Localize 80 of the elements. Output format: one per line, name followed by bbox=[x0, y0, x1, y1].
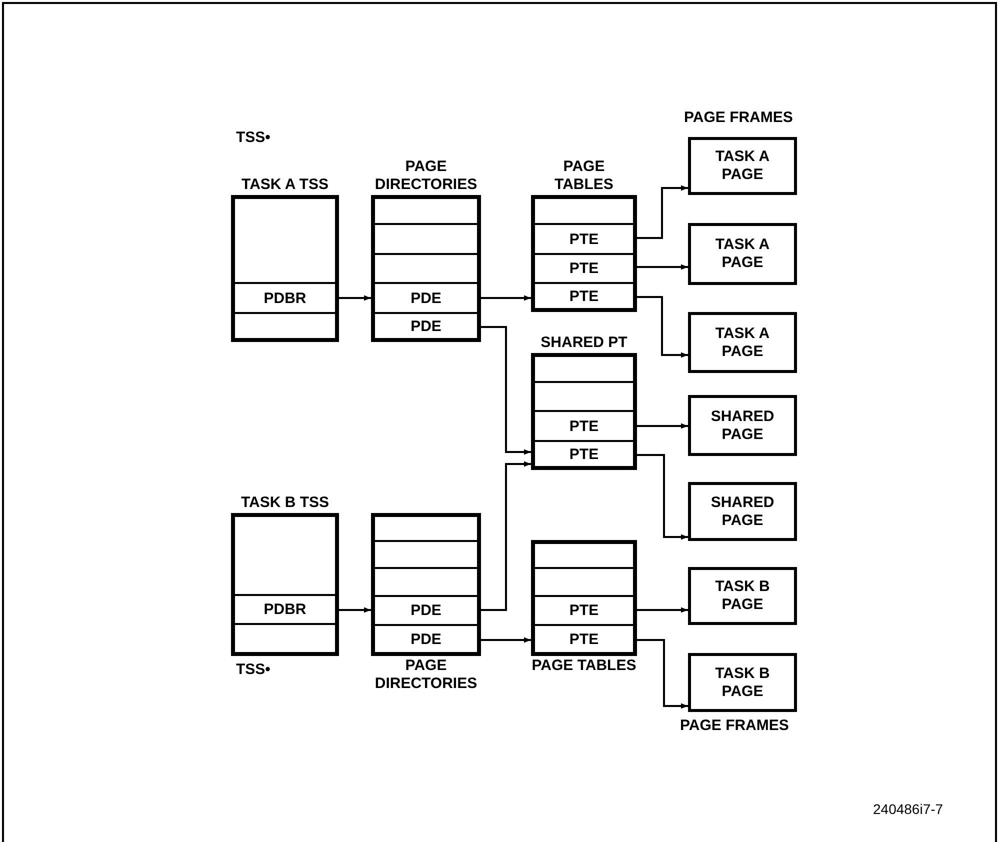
empty-entry bbox=[374, 224, 478, 254]
arrow bbox=[481, 637, 531, 643]
table-entry bbox=[534, 411, 634, 441]
table-entry bbox=[374, 283, 478, 313]
page-frame-box bbox=[688, 223, 797, 285]
empty-entry bbox=[534, 543, 634, 568]
empty-entry bbox=[374, 516, 478, 541]
table-entry bbox=[534, 625, 634, 653]
table-entry bbox=[234, 595, 336, 624]
frame-label: TASK A PAGE bbox=[714, 148, 771, 184]
frame-label: TASK B PAGE bbox=[714, 664, 771, 700]
table-heading: PAGE DIRECTORIES bbox=[374, 158, 478, 194]
table-heading: PAGE TABLES bbox=[530, 657, 638, 675]
arrow bbox=[339, 295, 371, 301]
arrow bbox=[339, 607, 371, 613]
frame-label: TASK A PAGE bbox=[714, 236, 771, 272]
table-entry bbox=[374, 625, 478, 653]
empty-entry bbox=[234, 516, 336, 595]
empty-entry bbox=[234, 198, 336, 283]
empty-entry bbox=[374, 198, 478, 224]
empty-entry bbox=[374, 568, 478, 596]
arrow bbox=[637, 607, 688, 613]
table-entry bbox=[534, 254, 634, 283]
table-entry bbox=[374, 313, 478, 339]
entry-label: PTE bbox=[569, 632, 599, 646]
arrow bbox=[637, 423, 688, 429]
arrow bbox=[637, 185, 688, 239]
entry-label: PTE bbox=[569, 261, 599, 276]
page-frame-box bbox=[688, 312, 797, 373]
table-heading: SHARED PT bbox=[540, 334, 628, 352]
entry-label: PDE bbox=[410, 318, 442, 334]
page-frame-box bbox=[688, 137, 797, 195]
entry-label: PTE bbox=[569, 603, 599, 618]
table-entry bbox=[534, 441, 634, 467]
table-entry bbox=[534, 224, 634, 254]
entry-label: PTE bbox=[569, 288, 599, 304]
empty-entry bbox=[534, 568, 634, 596]
page-frame-box bbox=[688, 653, 797, 712]
table-entry bbox=[234, 283, 336, 313]
page-frame-box bbox=[688, 567, 797, 625]
empty-entry bbox=[534, 198, 634, 224]
entry-label: PTE bbox=[569, 418, 599, 434]
entry-label: PDE bbox=[410, 290, 442, 306]
page-frame-box bbox=[688, 482, 797, 541]
empty-entry bbox=[534, 356, 634, 382]
empty-entry bbox=[374, 254, 478, 283]
arrow bbox=[481, 295, 531, 301]
arrow bbox=[637, 639, 688, 709]
entry-label: PDE bbox=[410, 603, 442, 618]
table-entry bbox=[374, 596, 478, 625]
frame-label: TASK A PAGE bbox=[714, 324, 771, 360]
figure-number: 240486i7-7 bbox=[873, 802, 944, 816]
frame-label: SHARED PAGE bbox=[710, 494, 776, 530]
group-label: TSS• bbox=[236, 130, 270, 145]
entry-label: PDE bbox=[410, 632, 442, 646]
empty-entry bbox=[374, 541, 478, 568]
entry-label: PTE bbox=[569, 446, 599, 462]
frame-label: SHARED PAGE bbox=[710, 408, 776, 444]
empty-entry bbox=[234, 624, 336, 653]
entry-label: PTE bbox=[569, 232, 599, 246]
group-label: TSS• bbox=[236, 662, 270, 677]
entry-label: PDBR bbox=[264, 602, 306, 617]
table-entry bbox=[534, 596, 634, 625]
group-label: PAGE FRAMES bbox=[680, 718, 789, 733]
table-heading: TASK B TSS bbox=[240, 494, 330, 512]
empty-entry bbox=[534, 382, 634, 411]
arrow bbox=[637, 454, 688, 540]
arrow bbox=[481, 461, 531, 611]
entry-label: PDBR bbox=[264, 290, 306, 306]
arrow bbox=[481, 326, 531, 455]
table-heading: TASK A TSS bbox=[240, 176, 330, 194]
group-label: PAGE FRAMES bbox=[684, 110, 793, 125]
arrow bbox=[637, 296, 688, 358]
empty-entry bbox=[234, 313, 336, 339]
table-heading: PAGE TABLES bbox=[554, 158, 614, 194]
table-heading: PAGE DIRECTORIES bbox=[374, 657, 478, 693]
frame-label: TASK B PAGE bbox=[714, 578, 771, 614]
arrow bbox=[637, 264, 688, 270]
page-frame-box bbox=[688, 395, 797, 456]
table-entry bbox=[534, 283, 634, 309]
